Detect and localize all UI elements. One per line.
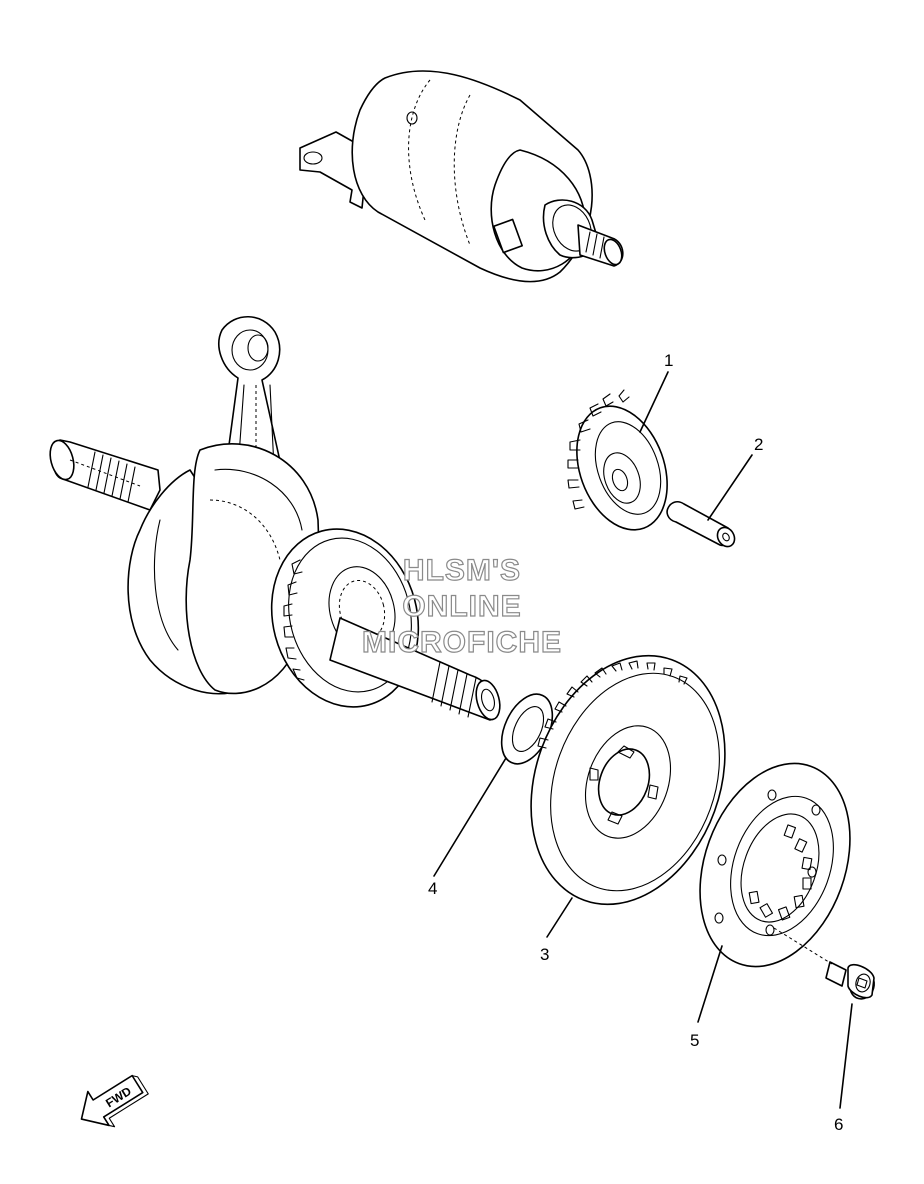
watermark-line-2: ONLINE: [402, 590, 521, 623]
callout-3: 3: [540, 945, 549, 964]
idle-gear-part-1: [567, 389, 668, 531]
callout-5: 5: [690, 1031, 699, 1050]
fwd-arrow-icon: FWD: [80, 1074, 149, 1128]
callout-numbers: 1 2 3 4 5 6: [428, 351, 843, 1134]
watermark-line-1: HLSM'S: [403, 554, 521, 587]
bolt-part-6: [825, 961, 875, 1000]
starter-clutch-part-5: [699, 762, 851, 968]
callout-1: 1: [664, 351, 673, 370]
starter-wheel-gear-part-3: [530, 654, 726, 906]
idle-gear-shaft-part-2: [666, 500, 736, 548]
crankshaft-assembly: [49, 316, 501, 721]
callout-4: 4: [428, 879, 437, 898]
callout-6: 6: [834, 1115, 843, 1134]
callout-2: 2: [754, 435, 763, 454]
starter-motor: [299, 70, 624, 283]
watermark: HLSM'S ONLINE MICROFICHE: [361, 553, 562, 659]
leader-lines: [433, 371, 853, 1109]
watermark-line-3: MICROFICHE: [362, 626, 562, 659]
